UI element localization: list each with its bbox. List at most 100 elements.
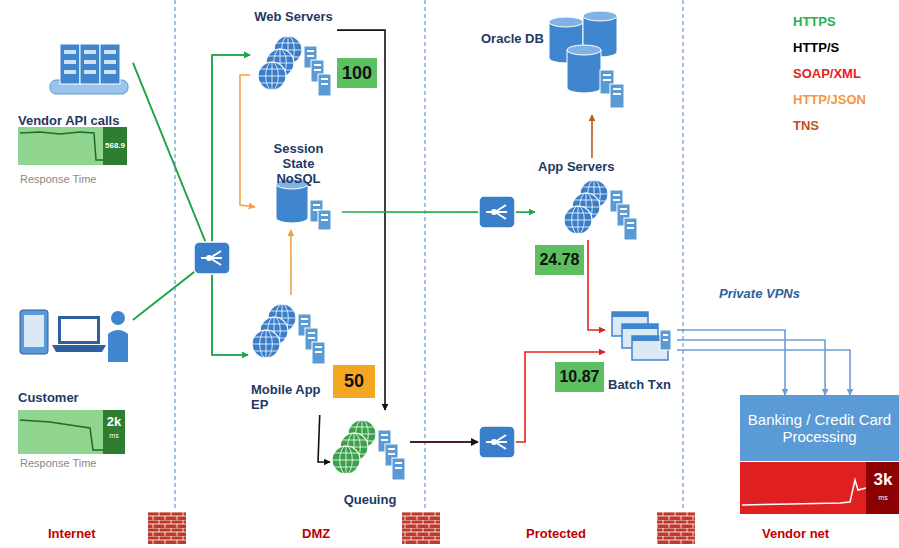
rack-unit — [104, 50, 116, 54]
server-tower — [318, 74, 331, 96]
globe-grid — [260, 83, 284, 84]
session-db-icon — [276, 179, 331, 230]
server-cluster: Mobile App EP — [248, 295, 330, 415]
flow-connector — [240, 75, 255, 207]
chart-caption: Response Time — [20, 174, 96, 185]
node-label: Queuing — [344, 493, 397, 508]
response-time-chart — [18, 127, 127, 165]
globe-grid — [582, 187, 606, 188]
server-tower — [624, 218, 637, 240]
globe-grid — [566, 213, 590, 214]
node-label: Session State NoSQL — [259, 142, 338, 187]
badge-text: 100 — [342, 63, 372, 84]
load-balancer-icon — [194, 242, 230, 274]
response-time-chart — [740, 462, 899, 514]
globe-grid — [262, 324, 286, 325]
rack-unit — [64, 70, 76, 74]
laptop-screen — [61, 319, 97, 341]
tower-slot — [663, 334, 668, 336]
server-tower — [312, 342, 325, 364]
chart-caption: Response Time — [20, 458, 96, 469]
load-balancer-icon — [479, 196, 515, 228]
globe-grid — [254, 351, 278, 352]
server-tower — [610, 84, 624, 108]
flow-connector — [133, 55, 250, 320]
lb-arrows — [486, 435, 507, 449]
lb-hub — [206, 255, 212, 261]
tower-slot — [308, 337, 315, 339]
server-tower — [660, 330, 671, 350]
tower-slot — [603, 74, 611, 76]
firewall-icon — [657, 512, 695, 544]
lb-arrows — [201, 251, 222, 265]
laptop — [58, 316, 100, 344]
rack-unit — [84, 50, 96, 54]
flow-connector — [133, 258, 248, 355]
lb-body — [194, 242, 230, 274]
tower-slot — [314, 64, 321, 66]
firewall-icon — [402, 512, 440, 544]
node-label: Web Servers — [254, 10, 333, 25]
flow-connector — [591, 115, 593, 158]
zone-name: Internet — [48, 527, 96, 540]
tower-slot — [381, 439, 388, 441]
tower-slot — [308, 332, 315, 334]
response-time-chart — [18, 410, 125, 454]
flow-connector — [677, 340, 825, 395]
globe-grid — [332, 460, 360, 461]
flow-connector — [133, 55, 250, 258]
server-tower — [392, 458, 405, 480]
badge-text: 24.78 — [539, 251, 579, 269]
tower-slot — [321, 214, 328, 216]
flow-connector — [133, 63, 248, 355]
tower-slot — [663, 339, 668, 341]
tablet — [20, 310, 48, 354]
metric-value: 3k — [868, 471, 898, 488]
client-node: Customer — [15, 300, 133, 408]
node-label: Batch Txn — [608, 378, 671, 393]
legend-entry: HTTP/S — [793, 40, 839, 55]
zone-name: DMZ — [302, 527, 330, 540]
tower-slot — [381, 434, 388, 436]
globe-grid — [252, 344, 280, 345]
tower-slot — [307, 55, 314, 57]
chart-badge — [103, 410, 125, 454]
globe — [332, 446, 360, 474]
badge-text: Banking / Credit Card Processing — [743, 411, 896, 446]
chart-ground — [18, 127, 127, 165]
db-top — [567, 45, 601, 55]
person-head — [111, 311, 125, 325]
metric-value: 568.9 — [103, 142, 127, 150]
client-node: Vendor API calls — [15, 35, 133, 131]
flow-connector — [318, 415, 330, 462]
node-label: Mobile App EP — [251, 383, 325, 413]
globe-grid — [254, 337, 278, 338]
metric-badge: 50 — [333, 365, 375, 398]
tower-slot — [388, 453, 395, 455]
legend-entry: HTTPS — [793, 14, 836, 29]
globe-grid — [564, 220, 592, 221]
chart-badge — [103, 127, 127, 165]
globe-grid — [566, 227, 590, 228]
globe-grid — [334, 467, 358, 468]
server-rack — [60, 44, 80, 84]
tower-slot — [395, 462, 402, 464]
flow-connector — [337, 30, 385, 410]
metric-value: 2k — [103, 415, 125, 428]
window-bar — [612, 312, 648, 317]
lb-hub — [491, 439, 497, 445]
tower-slot — [314, 69, 321, 71]
tower-slot — [613, 194, 620, 196]
globe-grid — [270, 311, 294, 312]
metric-badge: 100 — [337, 58, 377, 88]
tower-slot — [613, 93, 621, 95]
tower-slot — [315, 346, 322, 348]
zone-name: Protected — [526, 527, 586, 540]
metric-badge: 24.78 — [535, 245, 584, 275]
globe-grid — [260, 69, 284, 70]
server-cluster: Web Servers — [250, 8, 337, 100]
chart-line — [20, 420, 103, 450]
db-top — [549, 17, 583, 27]
chart-ground — [18, 410, 125, 454]
globe-grid — [350, 427, 374, 428]
